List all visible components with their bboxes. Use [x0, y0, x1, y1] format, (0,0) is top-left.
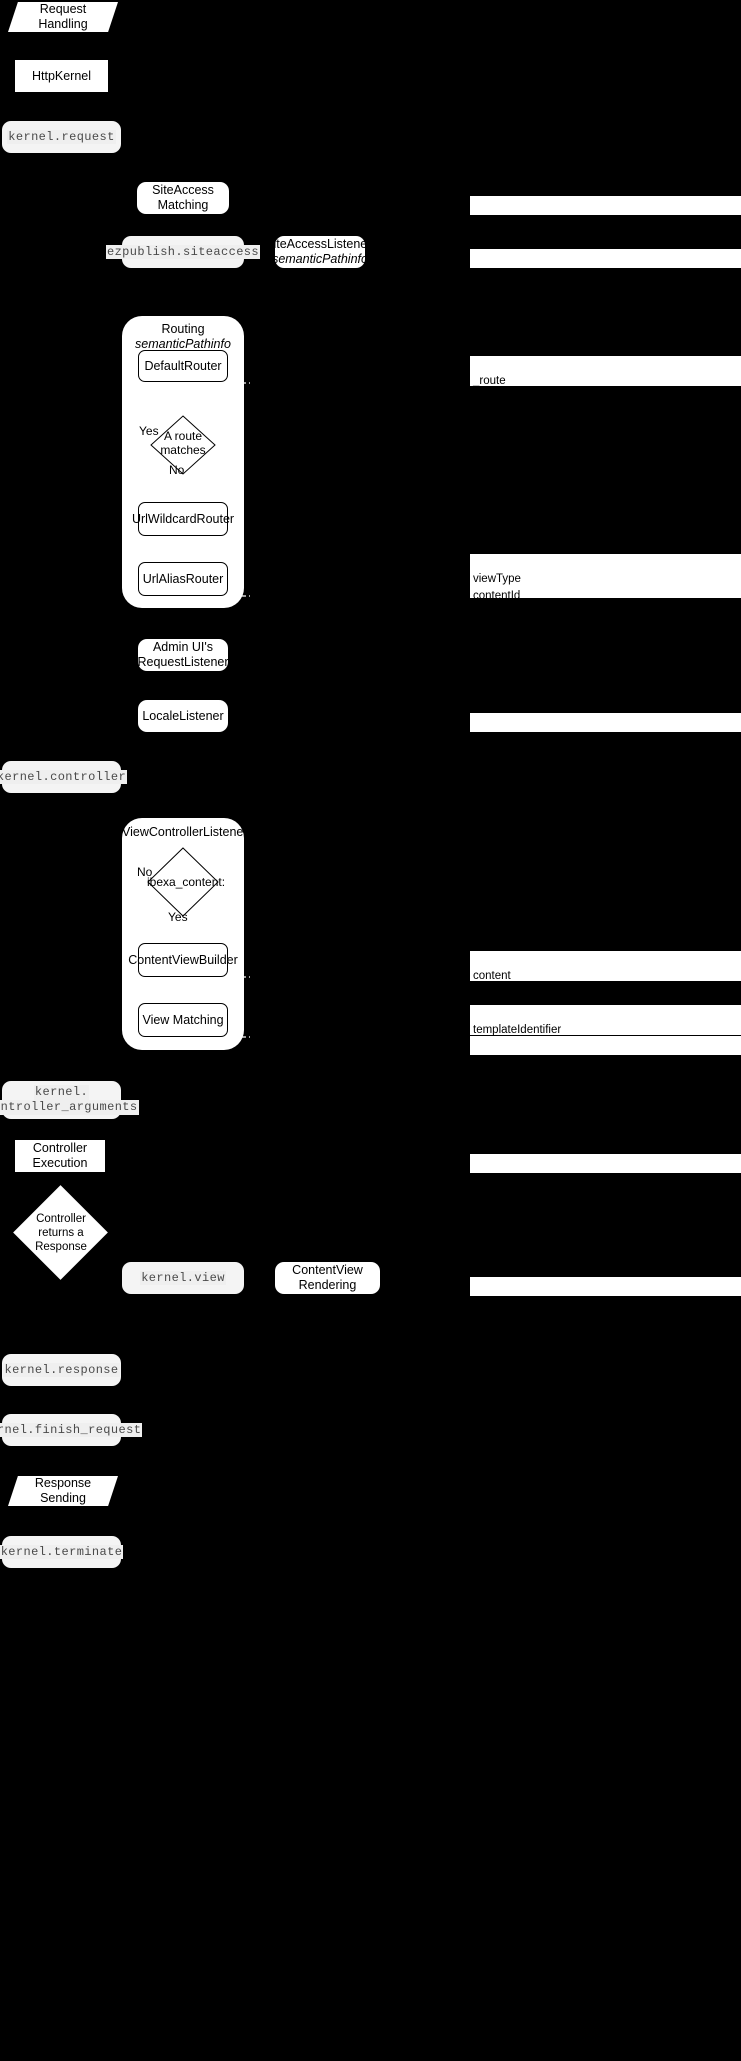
event-label: kernel.controller	[0, 769, 128, 785]
event-label: kernel.terminate	[0, 1544, 124, 1560]
var-siteaccess: siteaccess	[470, 196, 741, 227]
node-http-kernel: HttpKernel	[15, 60, 108, 92]
event-label: ezpublish.siteaccess	[105, 244, 261, 260]
decision-line1: ibexa_content:	[147, 875, 226, 889]
node-siteaccess-matching: SiteAccess Matching	[137, 182, 229, 214]
decision-line2: matches	[160, 443, 206, 458]
var-text: response	[473, 1296, 521, 1309]
node-controller-execution: Controller Execution	[15, 1140, 105, 1172]
node-label: LocaleListener	[142, 708, 224, 723]
decision-line2: returns a	[38, 1226, 84, 1239]
event-kernel-terminate: kernel.terminate	[0, 1536, 124, 1568]
var-response-view: response/view	[470, 1154, 741, 1185]
event-kernel-controller-arguments: kernel. controller_arguments	[0, 1081, 139, 1119]
node-locale-listener: LocaleListener	[138, 700, 228, 732]
decision-line3: Response	[35, 1240, 87, 1253]
node-contentview-rendering: ContentView Rendering	[275, 1262, 380, 1294]
var-text: content location	[473, 970, 513, 999]
node-label-line2: semanticPathinfo	[272, 252, 368, 266]
node-label: ContentView Rendering	[292, 1263, 363, 1292]
group-view-controller-listener-title: ViewControllerListener	[122, 825, 248, 840]
event-label: kernel.view	[140, 1270, 226, 1286]
phase-banner-response-sending: Response Sending	[8, 1476, 118, 1506]
var-text: _route _controller	[473, 375, 527, 404]
event-kernel-response: kernel.response	[2, 1354, 121, 1386]
var-text: viewType contentId locationId	[473, 573, 523, 618]
event-kernel-view: kernel.view	[122, 1262, 244, 1294]
event-ezpublish-siteaccess: ezpublish.siteaccess	[105, 236, 261, 268]
var-semanticpathinfo: semanticPathinfo	[470, 249, 741, 280]
step-view-matching: View Matching	[138, 1003, 228, 1037]
node-label: Controller Execution	[32, 1141, 88, 1170]
event-label-line1: kernel.	[33, 1085, 90, 1100]
var-content-location: content location	[470, 951, 741, 999]
decision-line1: A route	[163, 429, 203, 443]
var-text: semanticPathinfo	[473, 268, 562, 281]
node-label-line1: SiteAccessListener:	[265, 237, 375, 252]
event-label: kernel.request	[7, 129, 116, 145]
node-label: SiteAccess Matching	[152, 183, 214, 212]
var-text: siteaccess	[473, 215, 527, 228]
var-response: response	[470, 1277, 741, 1308]
decision-text: ibexa_content:	[147, 875, 225, 889]
step-label: View Matching	[142, 1012, 224, 1027]
var-view: view	[470, 1036, 741, 1067]
node-siteaccess-listener: SiteAccessListener: semanticPathinfo	[265, 236, 375, 268]
decision-text: A route matches	[150, 429, 216, 457]
step-default-router: DefaultRouter	[138, 350, 228, 382]
var-text: view	[473, 1055, 497, 1068]
group-title-line1: ViewControllerListener	[122, 825, 248, 839]
event-kernel-controller: kernel.controller	[0, 761, 128, 793]
step-label: UrlAliasRouter	[142, 571, 224, 586]
event-label: kernel.response	[3, 1362, 120, 1378]
step-content-view-builder: ContentViewBuilder	[128, 943, 238, 977]
node-label: HttpKernel	[31, 68, 92, 83]
var-locale: _locale	[470, 713, 741, 744]
group-title-line1-em: semanticPathinfo	[135, 337, 231, 351]
node-label-line2: RequestListener	[137, 655, 229, 669]
phase-banner-request-handling: Request Handling	[8, 2, 118, 32]
event-kernel-request: kernel.request	[2, 121, 121, 153]
decision-ibexa-content: ibexa_content:	[147, 847, 225, 917]
step-label: DefaultRouter	[144, 358, 222, 373]
decision-line1: Controller	[36, 1213, 86, 1225]
event-kernel-finish-request: kernel.finish_request	[0, 1414, 143, 1446]
decision-controller-returns-response-label: Controller returns a Response	[21, 1213, 101, 1254]
step-label: UrlWildcardRouter	[131, 511, 235, 526]
var-text: _locale	[473, 732, 510, 745]
step-url-wildcard-router: UrlWildcardRouter	[132, 502, 234, 536]
step-url-alias-router: UrlAliasRouter	[138, 562, 228, 596]
phase-label: Request Handling	[38, 2, 88, 31]
var-route-controller: _route _controller	[470, 356, 741, 404]
group-title-line1-prefix: Routing	[161, 322, 205, 336]
step-label: ContentViewBuilder	[128, 952, 238, 967]
decision-route-matches: A route matches	[150, 415, 216, 475]
node-label-line1: Admin UI's	[152, 640, 214, 655]
phase-label: Response Sending	[34, 1476, 92, 1505]
var-template-controller-reference: templateIdentifier controllerReference	[470, 1005, 741, 1053]
event-label-line2: controller_arguments	[0, 1100, 139, 1115]
var-viewtype-contentid-locationid: viewType contentId locationId	[470, 554, 741, 618]
event-label: kernel.finish_request	[0, 1422, 143, 1438]
var-text: response/view	[473, 1173, 547, 1186]
node-admin-ui-request-listener: Admin UI's RequestListener	[137, 639, 229, 671]
